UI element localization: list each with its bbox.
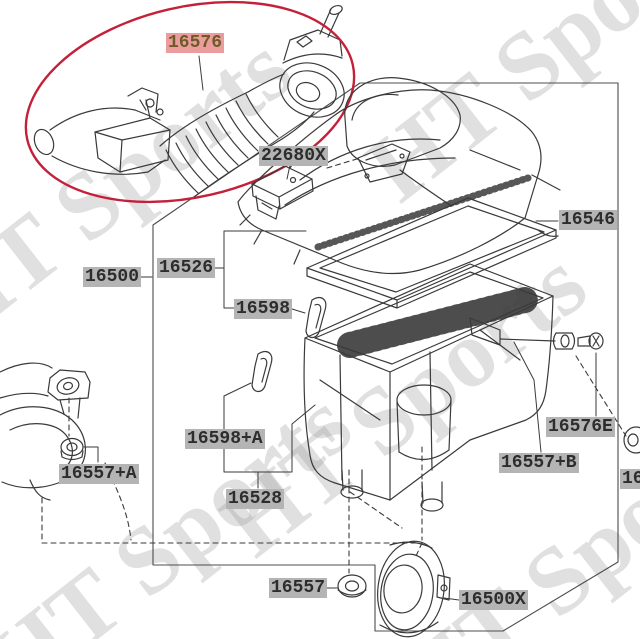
edge-part-drawing [623, 426, 640, 454]
grommet-16557-drawing [337, 574, 367, 598]
filter-element-drawing [306, 197, 557, 309]
air-cleaner-cover-drawing [237, 77, 561, 275]
part-label-16546[interactable]: 16546 [559, 210, 618, 230]
grommet-16557a-drawing [60, 437, 84, 461]
part-label-16526[interactable]: 16526 [157, 258, 216, 278]
part-label-16598[interactable]: 16598 [234, 299, 293, 319]
inlet-duct-drawing [0, 362, 91, 501]
part-label-16576[interactable]: 16576 [166, 33, 225, 53]
part-label-16528[interactable]: 16528 [226, 489, 285, 509]
part-label-16500x[interactable]: 16500X [459, 590, 528, 610]
exploded-view-border [152, 82, 619, 632]
part-label-16557a[interactable]: 16557+A [59, 464, 139, 484]
part-label-22680x[interactable]: 22680X [259, 146, 328, 166]
callout-ellipse [24, 0, 356, 204]
part-label-16598a[interactable]: 16598+A [185, 429, 265, 449]
intake-hose-assembly-drawing [33, 4, 345, 198]
clip-16598-drawing [305, 297, 327, 339]
part-label-edge-partial[interactable]: 16 [620, 469, 640, 489]
air-duct-16500x-drawing [377, 540, 451, 638]
part-label-16557b[interactable]: 16557+B [499, 453, 579, 473]
part-label-16557[interactable]: 16557 [269, 578, 328, 598]
maf-sensor-drawing [251, 158, 314, 220]
clip-16598a-drawing [251, 351, 273, 393]
label-leader-lines [83, 55, 597, 601]
lower-case-drawing [303, 263, 556, 512]
part-label-16500[interactable]: 16500 [83, 267, 142, 287]
assembly-dashed-lines [41, 157, 627, 574]
part-label-16576e[interactable]: 16576E [546, 417, 615, 437]
grommet-screw-16576e-drawing [552, 332, 604, 350]
